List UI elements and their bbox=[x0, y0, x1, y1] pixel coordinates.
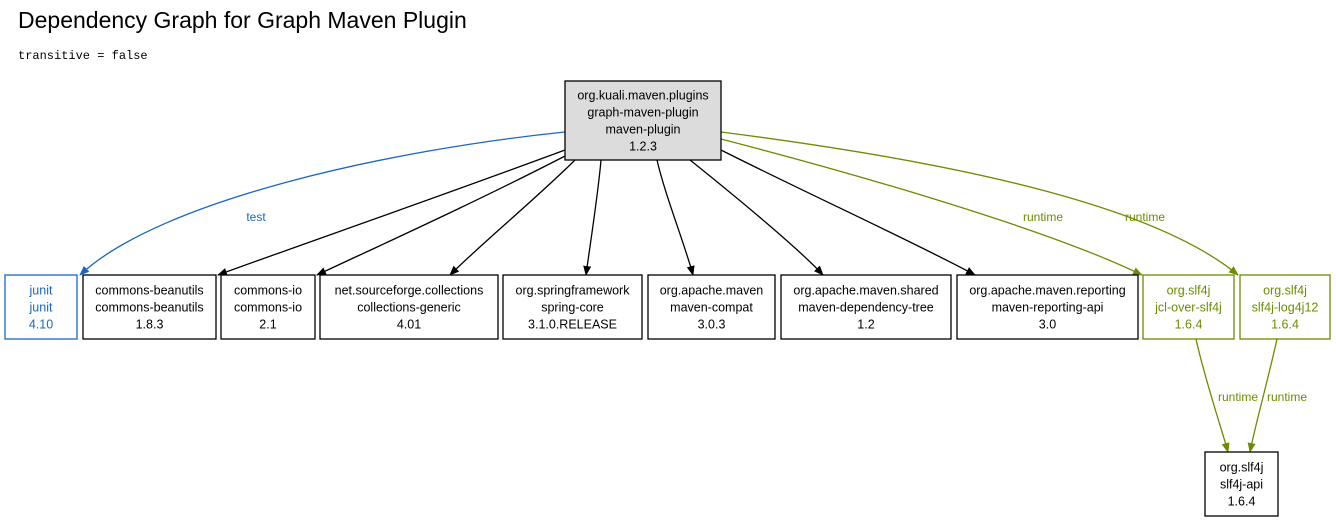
node-deptree: org.apache.maven.shared maven-dependency-… bbox=[780, 274, 952, 340]
edge-jcl-to-slf4japi: runtime bbox=[1195, 338, 1258, 453]
edge-root-to-deptree bbox=[689, 159, 824, 276]
node-box bbox=[4, 274, 78, 340]
graph-options-caption: transitive = false bbox=[18, 49, 148, 63]
edge-label: runtime bbox=[1218, 390, 1258, 404]
node-root: org.kuali.maven.plugins graph-maven-plugi… bbox=[564, 80, 722, 161]
node-label-line: org.slf4j bbox=[1263, 284, 1307, 298]
edge-line bbox=[656, 159, 695, 276]
node-label-line: collections-generic bbox=[357, 301, 461, 315]
edge-root-to-beanutils bbox=[217, 149, 566, 276]
node-label-line: 1.6.4 bbox=[1175, 318, 1203, 332]
node-label-line: maven-reporting-api bbox=[992, 301, 1104, 315]
node-label-line: org.apache.maven.shared bbox=[793, 284, 938, 298]
node-box bbox=[82, 274, 217, 340]
node-label-line: commons-io bbox=[234, 284, 302, 298]
edge-label: runtime bbox=[1125, 210, 1165, 224]
edge-root-to-commonsio bbox=[316, 154, 568, 276]
node-box bbox=[564, 80, 722, 161]
edge-root-to-collections bbox=[449, 159, 576, 276]
node-collections: net.sourceforge.collections collections-g… bbox=[319, 274, 499, 340]
node-box bbox=[647, 274, 776, 340]
edge-line bbox=[449, 159, 576, 276]
node-label-line: org.slf4j bbox=[1167, 284, 1211, 298]
edge-line bbox=[1195, 338, 1230, 453]
node-label-line: commons-beanutils bbox=[95, 284, 203, 298]
node-mavencompat: org.apache.maven maven-compat 3.0.3 bbox=[647, 274, 776, 340]
node-label-line: maven-compat bbox=[670, 301, 753, 315]
node-box bbox=[780, 274, 952, 340]
edge-root-to-reporting bbox=[720, 149, 976, 276]
edge-line bbox=[316, 154, 568, 276]
edge-root-to-jcl: runtime bbox=[720, 138, 1143, 276]
node-label-line: 1.6.4 bbox=[1271, 318, 1299, 332]
edge-log4j12-to-slf4japi: runtime bbox=[1247, 338, 1307, 453]
node-label-line: 1.2.3 bbox=[629, 140, 657, 154]
edge-line bbox=[689, 159, 824, 276]
node-label-line: 2.1 bbox=[259, 318, 276, 332]
node-box bbox=[319, 274, 499, 340]
node-label-line: org.kuali.maven.plugins bbox=[577, 89, 708, 103]
node-box bbox=[1239, 274, 1331, 340]
node-slf4japi: org.slf4j slf4j-api 1.6.4 bbox=[1204, 451, 1279, 517]
node-box bbox=[1204, 451, 1279, 517]
node-label-line: maven-dependency-tree bbox=[798, 301, 934, 315]
node-box bbox=[220, 274, 316, 340]
edge-label: runtime bbox=[1023, 210, 1063, 224]
node-label-line: spring-core bbox=[541, 301, 604, 315]
node-spring: org.springframework spring-core 3.1.0.RELE… bbox=[502, 274, 643, 340]
node-label-line: 1.8.3 bbox=[136, 318, 164, 332]
node-label-line: graph-maven-plugin bbox=[587, 106, 698, 120]
node-label-line: 4.10 bbox=[29, 318, 53, 332]
edge-line bbox=[79, 131, 566, 276]
edge-line bbox=[720, 131, 1239, 276]
node-label-line: 1.6.4 bbox=[1228, 495, 1256, 509]
node-log4j12: org.slf4j slf4j-log4j12 1.6.4 bbox=[1239, 274, 1331, 340]
page-title: Dependency Graph for Graph Maven Plugin bbox=[18, 7, 467, 33]
node-box bbox=[1142, 274, 1235, 340]
edge-root-to-log4j12: runtime bbox=[720, 131, 1239, 276]
edges-layer: test runtime runtime runtime runtime bbox=[79, 131, 1307, 453]
edge-line bbox=[583, 159, 602, 276]
node-label-line: 3.1.0.RELEASE bbox=[528, 318, 617, 332]
node-label-line: slf4j-api bbox=[1220, 478, 1263, 492]
node-label-line: org.springframework bbox=[516, 284, 631, 298]
node-label-line: junit bbox=[29, 284, 53, 298]
node-label-line: org.slf4j bbox=[1220, 461, 1264, 475]
node-label-line: commons-io bbox=[234, 301, 302, 315]
edge-line bbox=[720, 149, 976, 276]
edge-root-to-spring bbox=[583, 159, 602, 276]
node-label-line: jcl-over-slf4j bbox=[1154, 301, 1222, 315]
edge-line bbox=[217, 149, 566, 276]
node-label-line: maven-plugin bbox=[605, 123, 680, 137]
node-label-line: slf4j-log4j12 bbox=[1252, 301, 1319, 315]
edge-line bbox=[720, 138, 1143, 276]
edge-label: runtime bbox=[1267, 390, 1307, 404]
edge-root-to-mavencompat bbox=[656, 159, 695, 276]
node-label-line: 4.01 bbox=[397, 318, 421, 332]
node-label-line: 1.2 bbox=[857, 318, 874, 332]
node-junit: junit junit 4.10 bbox=[4, 274, 78, 340]
node-label-line: commons-beanutils bbox=[95, 301, 203, 315]
node-label-line: 3.0 bbox=[1039, 318, 1056, 332]
node-label-line: junit bbox=[29, 301, 53, 315]
node-box bbox=[502, 274, 643, 340]
edge-root-to-junit: test bbox=[79, 131, 566, 276]
node-label-line: org.apache.maven.reporting bbox=[969, 284, 1125, 298]
edge-label: test bbox=[246, 210, 266, 224]
node-commonsio: commons-io commons-io 2.1 bbox=[220, 274, 316, 340]
edge-line bbox=[1247, 338, 1278, 453]
node-jcl: org.slf4j jcl-over-slf4j 1.6.4 bbox=[1142, 274, 1235, 340]
node-label-line: org.apache.maven bbox=[660, 284, 764, 298]
node-box bbox=[956, 274, 1139, 340]
node-label-line: 3.0.3 bbox=[698, 318, 726, 332]
node-label-line: net.sourceforge.collections bbox=[335, 284, 484, 298]
node-beanutils: commons-beanutils commons-beanutils 1.8.3 bbox=[82, 274, 217, 340]
node-reporting: org.apache.maven.reporting maven-reportin… bbox=[956, 274, 1139, 340]
nodes-layer: org.kuali.maven.plugins graph-maven-plugi… bbox=[4, 80, 1331, 517]
